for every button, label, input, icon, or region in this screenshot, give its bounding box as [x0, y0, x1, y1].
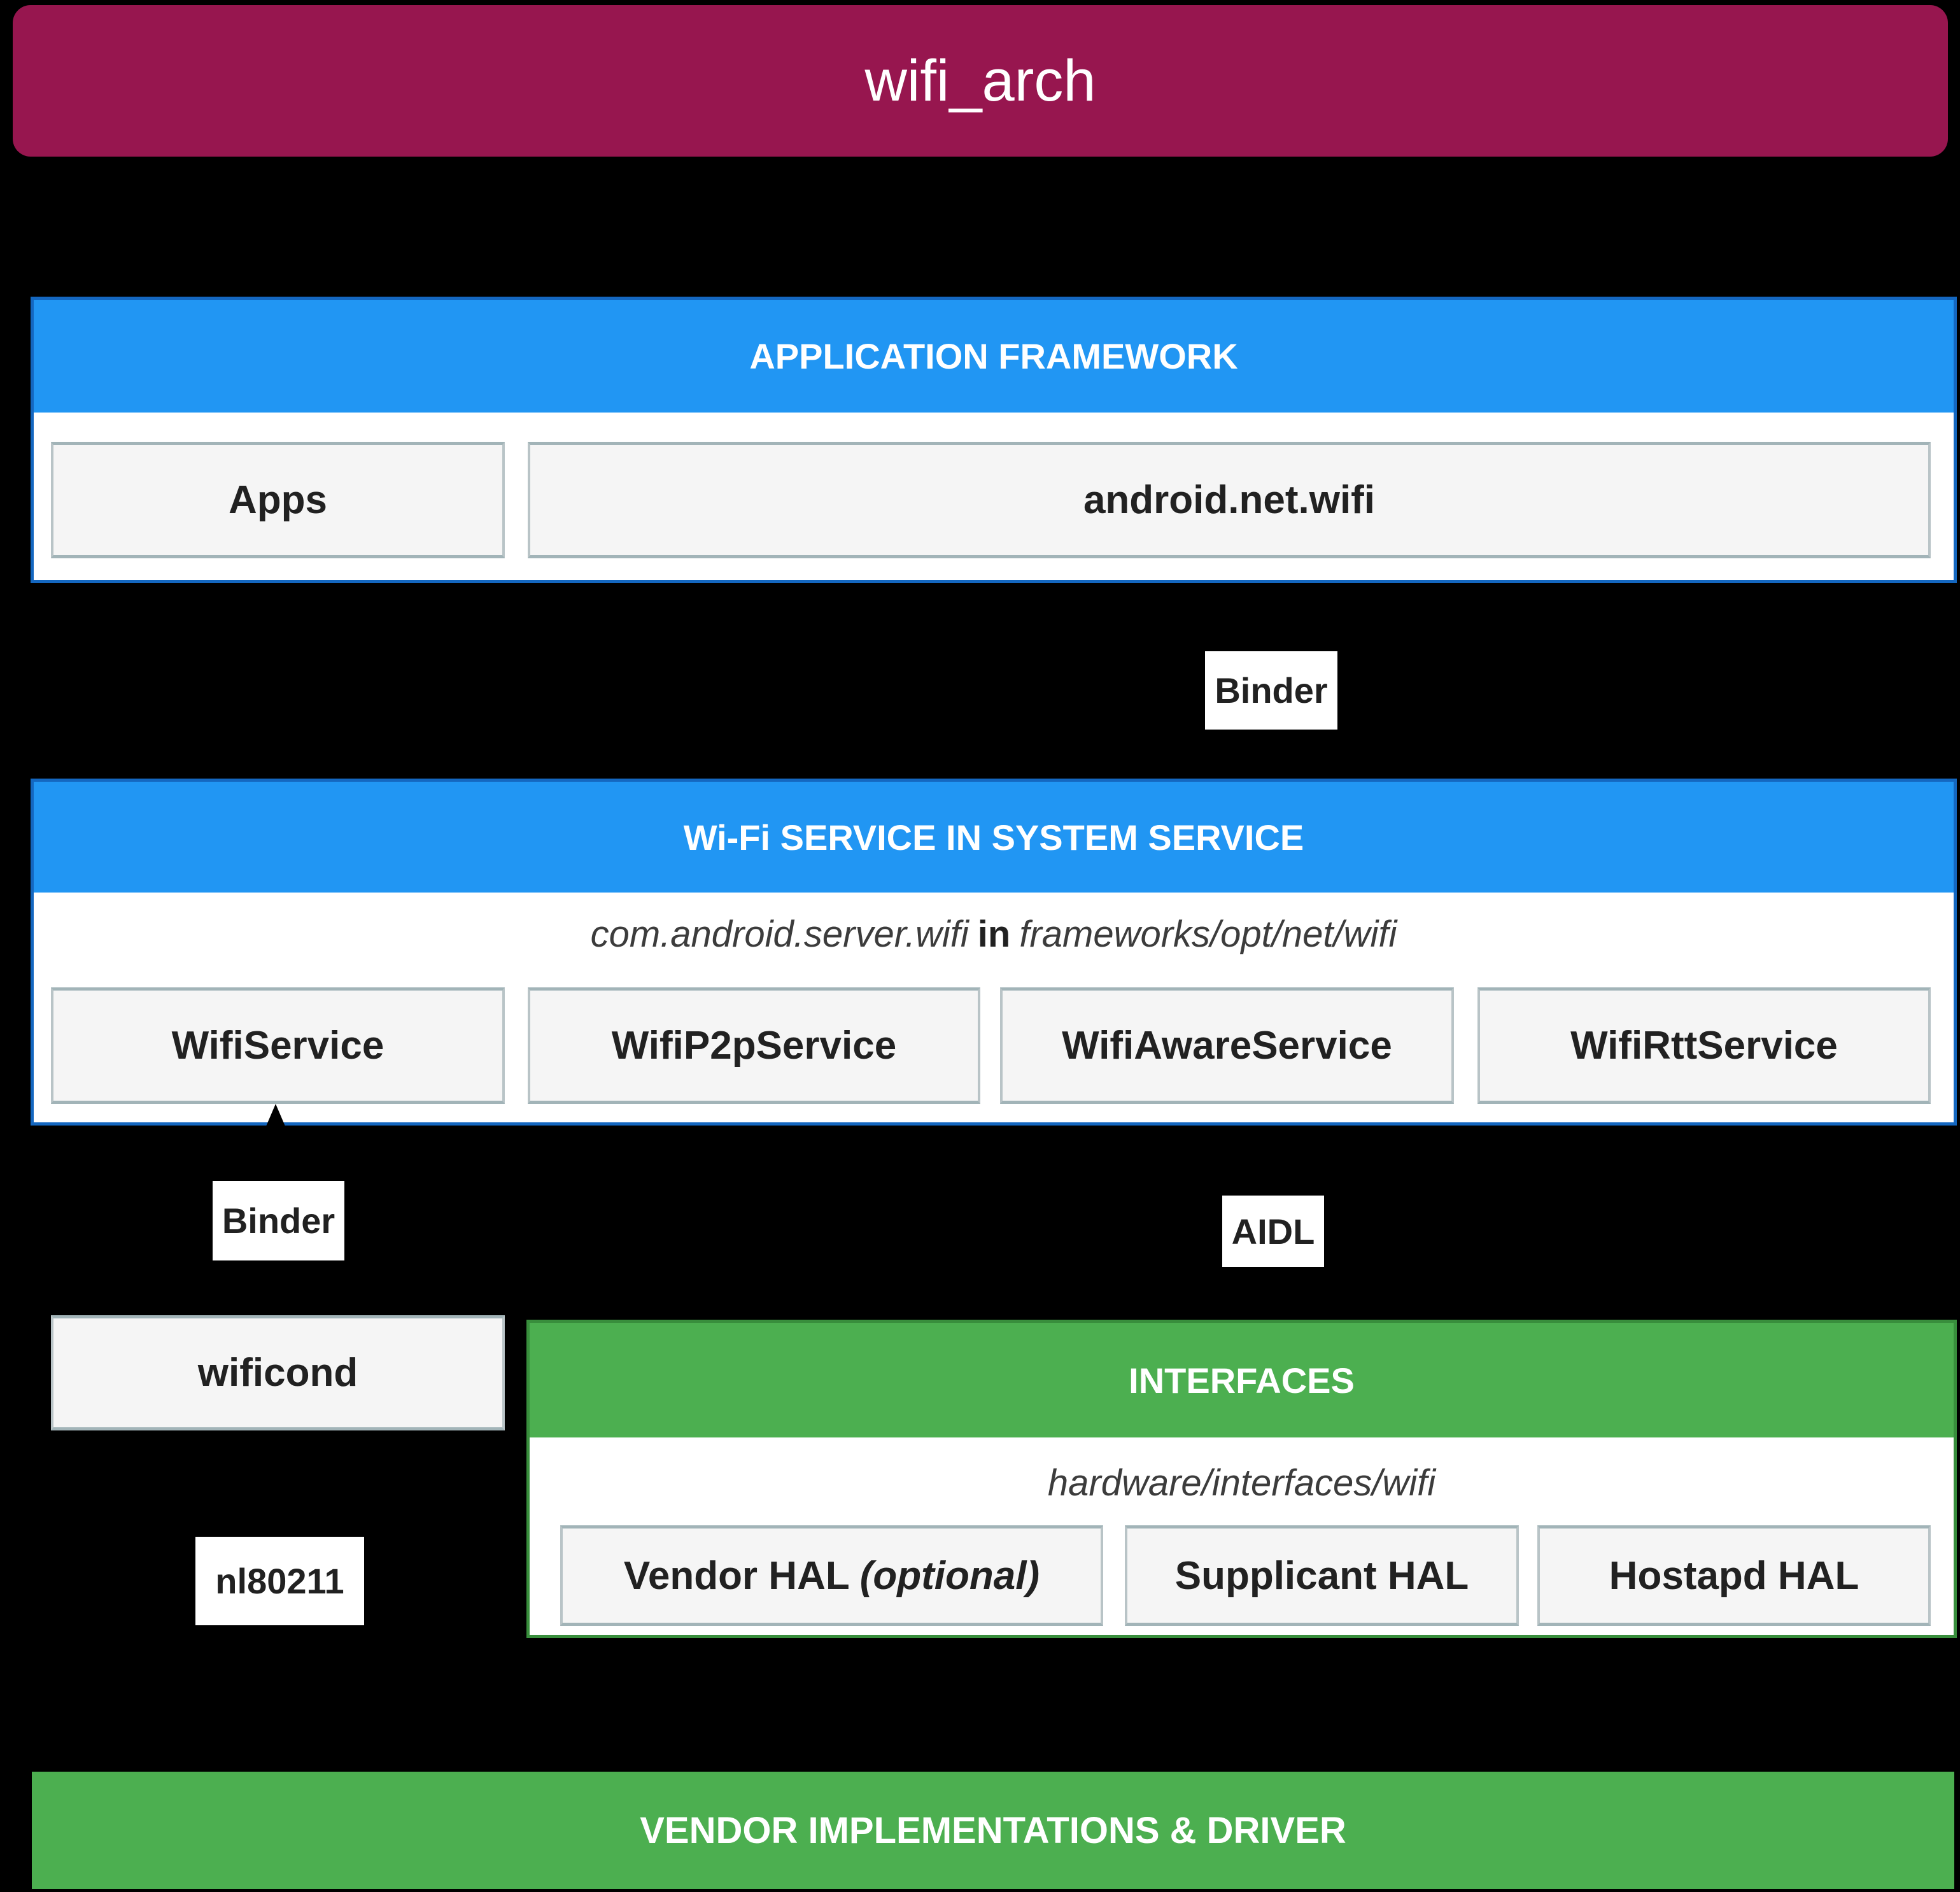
section-vendor-implementations: VENDOR IMPLEMENTATIONS & DRIVER [32, 1772, 1954, 1889]
path-text: hardware/interfaces/wifi [1047, 1462, 1436, 1504]
box-label: Supplicant HAL [1174, 1553, 1469, 1598]
box-wifip2pservice: WifiP2pService [528, 987, 980, 1104]
box-label: Vendor HAL [623, 1553, 850, 1598]
diagram-title-bar: wifi_arch [13, 5, 1948, 157]
section-header-label: VENDOR IMPLEMENTATIONS & DRIVER [640, 1809, 1346, 1851]
box-label: WifiP2pService [611, 1024, 897, 1068]
box-label: android.net.wifi [1083, 478, 1376, 522]
box-wificond: wificond [51, 1315, 505, 1430]
box-supplicant-hal: Supplicant HAL [1125, 1525, 1519, 1626]
box-label: WifiService [171, 1024, 384, 1068]
connector-label-text: nl80211 [215, 1561, 344, 1601]
path-prefix: com.android.server.wifi [590, 914, 969, 955]
box-apps: Apps [51, 442, 505, 558]
connector-label-text: Binder [1215, 670, 1328, 710]
section-header-interfaces: INTERFACES [530, 1323, 1954, 1437]
arrow-up-to-wifiservice-icon [260, 1104, 291, 1140]
connector-label-text: AIDL [1231, 1211, 1315, 1252]
section-header-wifi-service: Wi-Fi SERVICE IN SYSTEM SERVICE [34, 782, 1954, 893]
path-suffix: frameworks/opt/net/wifi [1019, 914, 1397, 955]
section-wifi-service: Wi-Fi SERVICE IN SYSTEM SERVICE com.andr… [31, 779, 1957, 1126]
section-application-framework: APPLICATION FRAMEWORK Apps android.net.w… [31, 297, 1957, 583]
box-wifiawareservice: WifiAwareService [1000, 987, 1454, 1104]
connector-label-text: Binder [222, 1201, 335, 1241]
section-interfaces: INTERFACES hardware/interfaces/wifi Vend… [526, 1320, 1957, 1638]
connector-label-nl80211: nl80211 [195, 1537, 364, 1625]
section-header-label: Wi-Fi SERVICE IN SYSTEM SERVICE [683, 817, 1304, 858]
box-label: WifiRttService [1570, 1024, 1838, 1068]
section-header-label: APPLICATION FRAMEWORK [749, 336, 1238, 376]
connector-label-aidl: AIDL [1222, 1196, 1324, 1267]
box-hostapd-hal: Hostapd HAL [1537, 1525, 1931, 1626]
box-label: wificond [197, 1351, 358, 1395]
box-android-net-wifi: android.net.wifi [528, 442, 1931, 558]
package-path-line: hardware/interfaces/wifi [530, 1462, 1954, 1504]
box-wifiservice: WifiService [51, 987, 505, 1104]
box-label: Apps [229, 478, 327, 522]
box-wifirttservice: WifiRttService [1477, 987, 1931, 1104]
section-header-label: INTERFACES [1129, 1360, 1355, 1401]
diagram-title: wifi_arch [864, 48, 1096, 113]
box-label: Hostapd HAL [1609, 1553, 1859, 1598]
section-header-application-framework: APPLICATION FRAMEWORK [34, 300, 1954, 413]
box-label: WifiAwareService [1062, 1024, 1392, 1068]
connector-label-binder-top: Binder [1205, 651, 1337, 730]
box-label-optional: (optional) [859, 1553, 1040, 1598]
box-vendor-hal: Vendor HAL (optional) [560, 1525, 1103, 1626]
path-connector: in [977, 914, 1011, 955]
connector-label-binder-left: Binder [213, 1181, 344, 1260]
